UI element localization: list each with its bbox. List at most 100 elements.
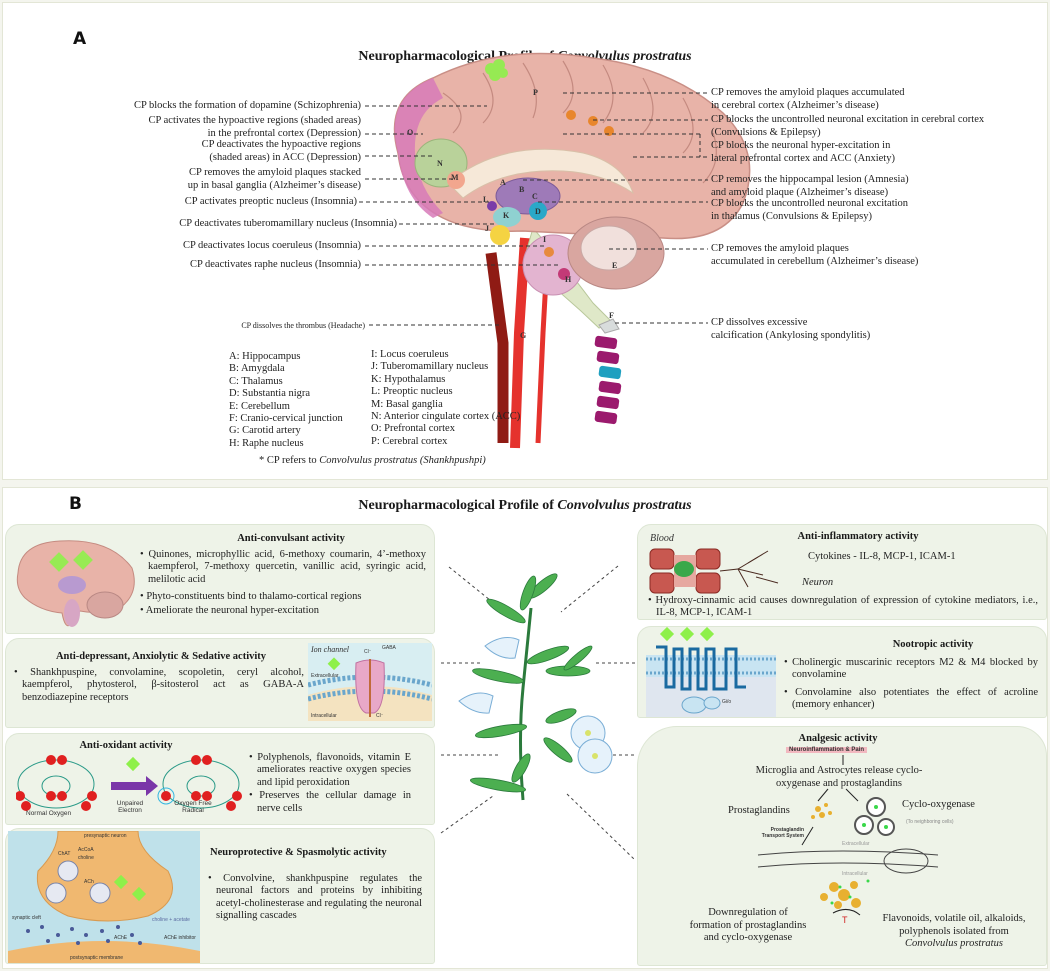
preoptic-region <box>487 201 497 211</box>
gaba-label: GABA <box>382 645 396 651</box>
marker-g: G <box>520 331 527 340</box>
oxygen-radical-figure <box>16 755 242 811</box>
label-anxiety: CP blocks the neuronal hyper-excitation … <box>711 140 895 164</box>
antioxidant-title: Anti-oxidant activity <box>79 740 173 751</box>
marker-j: J <box>485 224 489 233</box>
marker-k: K <box>503 211 510 220</box>
antioxidant-text: Polyphenols, flavonoids, vitamin E ameli… <box>249 752 411 820</box>
label-depression-prefrontal: CP activates the hypoactive regions (sha… <box>148 115 361 139</box>
label-depression-acc: CP deactivates the hypoactive regions(sh… <box>201 139 361 163</box>
synaptic-cleft-label: synaptic cleft <box>12 915 41 921</box>
cyclooxygenase-label: Cyclo-oxygenase <box>902 799 975 810</box>
nootropic-title: Nootropic activity <box>892 639 974 650</box>
svg-text:T: T <box>842 915 848 925</box>
footnote: * CP refers to Convolvulus prostratus (S… <box>259 455 486 466</box>
panel-b-letter: B <box>69 494 82 514</box>
ion-channel-figure: Ion channel GABA Extracellular Intracell… <box>308 643 432 721</box>
unpaired-electron-label: Unpaired Electron <box>116 800 144 814</box>
neuron-label: Neuron <box>802 577 834 588</box>
marker-o: O <box>407 128 414 137</box>
marker-h: H <box>565 275 572 284</box>
marker-b: B <box>519 185 525 194</box>
intracellular-analgesic-label: Intracellular <box>842 871 868 877</box>
locus-coeruleus-region <box>544 247 554 257</box>
spine <box>594 318 622 425</box>
chloride-bottom-label: Cl⁻ <box>376 713 384 719</box>
label-epilepsy-cortex: CP blocks the uncontrolled neuronal exci… <box>711 114 985 138</box>
arrow-icon <box>111 776 158 796</box>
ache-label: AChE <box>114 935 128 941</box>
card-analgesic: Analgesic activity Neuroinflammation & P… <box>637 726 1047 966</box>
marker-f: F <box>609 311 614 320</box>
muscarinic-receptor-figure <box>646 627 776 717</box>
marker-m: M <box>451 173 459 182</box>
antiinflammatory-text: Hydroxy-cinnamic acid causes downregulat… <box>648 595 1039 625</box>
ach-label: ACh <box>84 879 94 885</box>
intracellular-label: Intracellular <box>311 713 337 719</box>
choline-label: choline <box>78 855 94 861</box>
neighboring-cells-label: (To neighboring cells) <box>906 819 954 825</box>
antiinflammatory-title: Anti-inflammatory activity <box>797 531 919 542</box>
free-radical-label: Oxygen Free Radical <box>174 800 212 814</box>
label-amnesia: CP removes the hippocampal lesion (Amnes… <box>711 174 909 198</box>
extracellular-analgesic-label: Extracellular <box>842 841 870 847</box>
neuroinflammation-label: Neuroinflammation & Pain <box>786 747 868 753</box>
carotid-artery-dark <box>485 252 509 443</box>
analgesic-pathway-figure: T <box>757 755 939 925</box>
choline-acetate-label: choline + acetate <box>152 917 190 923</box>
cerebrum <box>393 52 751 240</box>
cytokines-label: Cytokines - IL-8, MCP-1, ICAM-1 <box>808 551 956 562</box>
brain-sagittal-icon <box>16 540 135 627</box>
ion-channel-label: Ion channel <box>311 645 349 654</box>
antidepressant-text: Shankhpuspine, convolamine, scopoletin, … <box>14 667 304 709</box>
marker-d: D <box>535 207 541 216</box>
marker-i: I <box>543 235 547 244</box>
label-insomnia-preoptic: CP activates preoptic nucleus (Insomnia) <box>184 196 357 207</box>
nootropic-text: Cholinergic muscarinic receptors M2 & M4… <box>784 657 1038 717</box>
label-schizophrenia: CP blocks the formation of dopamine (Sch… <box>133 100 361 111</box>
blood-neuron-figure <box>649 548 779 594</box>
g-protein-label: Gi/o <box>722 699 732 705</box>
label-insomnia-locus-coeruleus: CP deactivates locus coeruleus (Insomnia… <box>182 240 361 251</box>
anticonvulsant-text: Quinones, microphyllic acid, 6-methoxy c… <box>140 549 426 622</box>
prefrontal-cortex-region <box>394 78 443 218</box>
antidepressant-title: Anti-depressant, Anxiolytic & Sedative a… <box>55 651 267 662</box>
downregulation-label: Downregulation of formation of prostagla… <box>689 907 807 943</box>
panel-a: A Neuropharmacological Profile of Convol… <box>2 2 1048 480</box>
blood-label: Blood <box>650 533 674 544</box>
raphe-nucleus-region <box>558 268 570 280</box>
prostaglandins-label: Prostaglandins <box>728 805 790 816</box>
accoa-label: AcCoA <box>78 847 94 853</box>
analgesic-title: Analgesic activity <box>798 733 878 744</box>
tuberomamillary-region <box>490 225 510 245</box>
card-antioxidant: Anti-oxidant activity Normal Oxygen Unpa… <box>5 733 435 825</box>
leader-lines-left <box>359 105 560 326</box>
card-anticonvulsant: Anti-convulsant activity Quinones, micro… <box>5 524 435 634</box>
presynaptic-label: presynaptic neuron <box>84 833 127 839</box>
panel-b: B Neuropharmacological Profile of Convol… <box>2 487 1048 969</box>
synapse-figure: presynaptic neuron ChAT AcCoA choline AC… <box>8 831 200 963</box>
plant-connectors <box>440 565 636 861</box>
ache-inhibitor-label: AChE inhibitor <box>164 935 196 941</box>
corpus-callosum <box>447 148 634 199</box>
card-nootropic: Gi/o Nootropic activity Cholinergic musc… <box>637 626 1047 718</box>
marker-c: C <box>532 192 538 201</box>
marker-n: N <box>437 159 443 168</box>
anticonvulsant-title: Anti-convulsant activity <box>237 533 345 544</box>
neuroprotective-text: Convolvine, shankhpuspine regulates the … <box>208 873 422 928</box>
extracellular-label: Extracellular <box>311 673 339 679</box>
marker-l: L <box>483 195 489 204</box>
label-insomnia-raphe: CP deactivates raphe nucleus (Insomnia) <box>189 259 361 270</box>
brain-illustration <box>359 52 751 449</box>
leader-lines-right <box>523 92 708 324</box>
substantia-nigra-region <box>529 202 547 220</box>
neuroprotective-title: Neuroprotective & Spasmolytic activity <box>210 847 387 858</box>
chloride-top-label: Cl⁻ <box>364 649 372 655</box>
label-insomnia-tuberomamillary: CP deactivates tuberomamillary nucleus (… <box>179 218 397 229</box>
label-headache: CP dissolves the thrombus (Headache) <box>241 321 365 330</box>
